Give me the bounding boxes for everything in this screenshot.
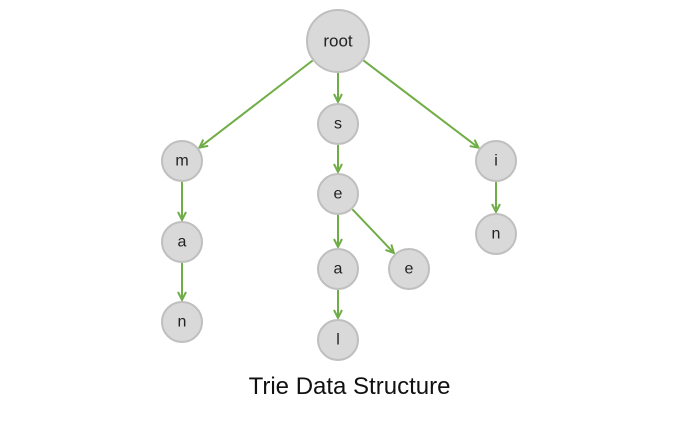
edges-layer (182, 59, 496, 318)
node-label-sea: a (334, 261, 343, 278)
node-circle-i (475, 140, 517, 182)
node-circle-s (317, 103, 359, 145)
node-label-se: e (334, 186, 343, 203)
node-label-man: n (178, 314, 187, 331)
node-label-see: e (405, 261, 414, 278)
node-circle-see (388, 248, 430, 290)
trie-node-man: n (161, 301, 203, 343)
trie-node-ma: a (161, 221, 203, 263)
trie-node-s: s (317, 103, 359, 145)
node-label-in: n (492, 226, 501, 243)
trie-node-seal: l (317, 319, 359, 361)
trie-node-see: e (388, 248, 430, 290)
node-circle-m (161, 140, 203, 182)
trie-node-i: i (475, 140, 517, 182)
trie-node-sea: a (317, 248, 359, 290)
node-label-root: root (323, 32, 353, 51)
diagram-caption: Trie Data Structure (248, 373, 451, 400)
node-circle-ma (161, 221, 203, 263)
node-circle-in (475, 213, 517, 255)
node-circle-sea (317, 248, 359, 290)
trie-node-m: m (161, 140, 203, 182)
node-label-m: m (175, 153, 188, 170)
node-circle-man (161, 301, 203, 343)
node-circle-root (306, 9, 370, 73)
trie-node-in: n (475, 213, 517, 255)
node-label-i: i (494, 153, 498, 170)
node-circle-se (317, 173, 359, 215)
edge-se-to-see (351, 208, 394, 253)
node-label-seal: l (336, 332, 340, 349)
node-label-s: s (334, 116, 342, 133)
nodes-layer: root m a n s e a l e i n (161, 9, 517, 361)
trie-node-se: e (317, 173, 359, 215)
trie-node-root: root (306, 9, 370, 73)
edge-root-to-m (199, 59, 314, 148)
node-label-ma: a (178, 234, 187, 251)
node-circle-seal (317, 319, 359, 361)
edge-root-to-i (362, 59, 479, 147)
